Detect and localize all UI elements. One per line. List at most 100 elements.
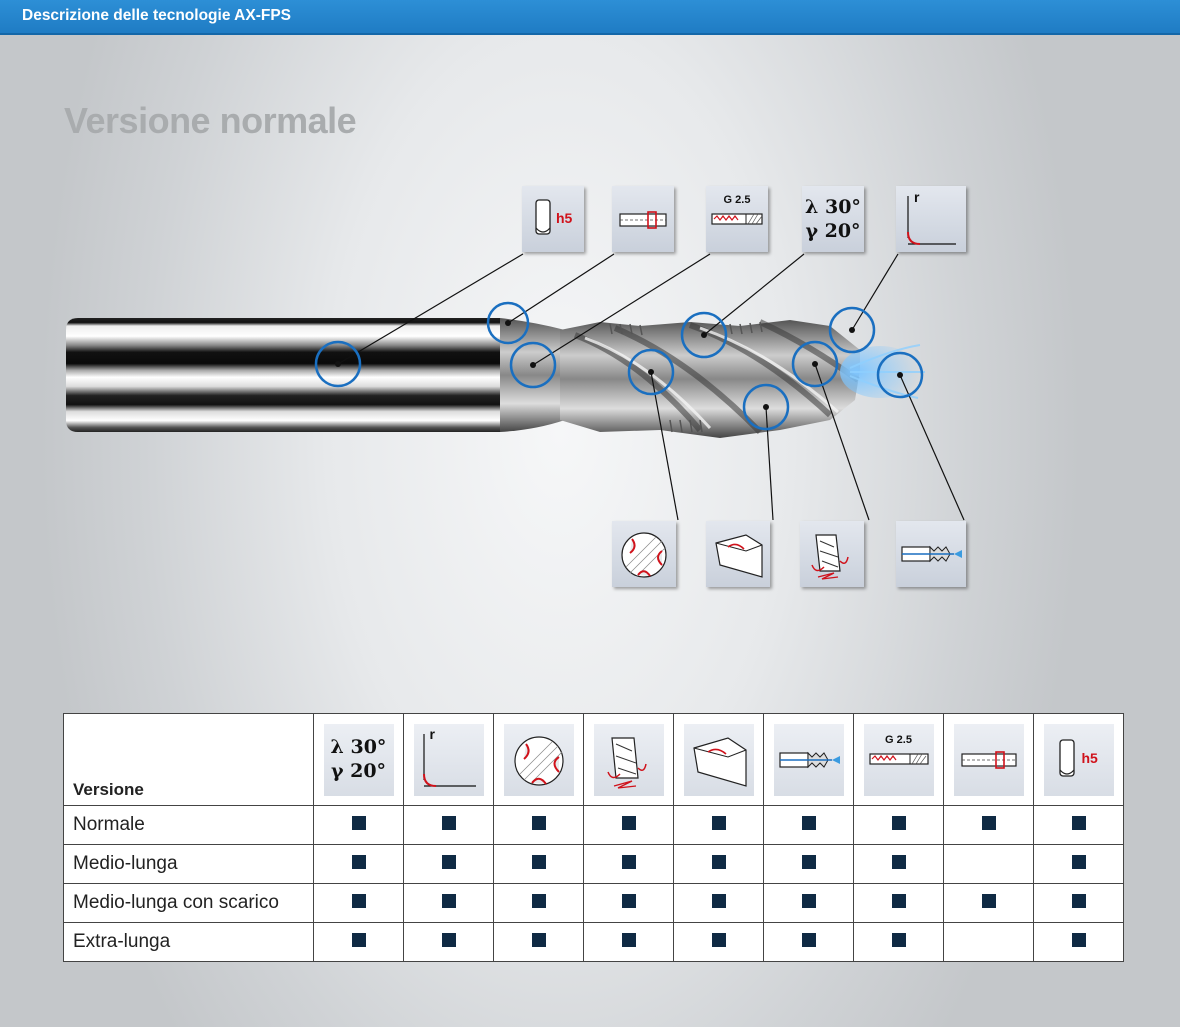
callout-circles	[314, 301, 924, 431]
feature-mark	[531, 893, 546, 908]
header-title: Descrizione delle tecnologie AX-FPS	[22, 7, 292, 24]
feature-mark	[891, 932, 906, 947]
feature-cell	[943, 844, 1034, 884]
feature-mark	[711, 932, 726, 947]
feature-mark	[801, 854, 816, 869]
feature-cell	[853, 883, 944, 923]
balance-label: G 2.5	[723, 194, 751, 206]
feature-mark	[801, 932, 816, 947]
feature-cell	[583, 922, 674, 962]
chip-flute-profile-icon	[503, 723, 574, 796]
feature-mark	[711, 893, 726, 908]
table-row: Medio-lunga con scarico	[63, 883, 1124, 923]
feature-cell	[403, 922, 494, 962]
feature-mark	[1071, 815, 1086, 830]
feature-cell	[763, 844, 854, 884]
corner-radius-icon: r	[896, 186, 966, 252]
feature-cell	[493, 922, 584, 962]
table-row: Extra-lunga	[63, 922, 1124, 962]
header-balance: G 2.5	[853, 713, 944, 806]
header-angles: λ 30° γ 20°	[313, 713, 404, 806]
feature-mark	[621, 893, 636, 908]
feature-mark	[441, 932, 456, 947]
feature-cell	[673, 844, 764, 884]
end-mill-illustration	[66, 253, 965, 521]
feature-mark	[891, 815, 906, 830]
feature-cell	[943, 805, 1034, 845]
feature-mark	[801, 815, 816, 830]
feature-cell	[943, 883, 1034, 923]
table-row: Medio-lunga	[63, 844, 1124, 884]
feature-cell	[763, 805, 854, 845]
header-chipbreaker	[673, 713, 764, 806]
feature-cell	[583, 844, 674, 884]
feature-cell	[583, 883, 674, 923]
lambda-angle: λ 30°	[805, 196, 861, 218]
header-roughing	[583, 713, 674, 806]
shrink-fit-shank-icon	[953, 723, 1024, 796]
feature-mark	[531, 854, 546, 869]
feature-mark	[621, 854, 636, 869]
version-label: Medio-lunga con scarico	[63, 883, 314, 923]
feature-cell	[673, 922, 764, 962]
version-label: Normale	[63, 805, 314, 845]
feature-cell	[673, 883, 764, 923]
feature-mark	[1071, 854, 1086, 869]
feature-cell	[313, 844, 404, 884]
header-bar: Descrizione delle tecnologie AX-FPS	[0, 0, 1180, 35]
gamma-angle: γ 20°	[330, 759, 387, 782]
feature-cell	[853, 805, 944, 845]
shank-h5-icon: h5	[1043, 723, 1114, 796]
feature-mark	[441, 815, 456, 830]
roughing-profile-icon	[593, 723, 664, 796]
feature-cell	[673, 805, 764, 845]
header-radius: r	[403, 713, 494, 806]
version-label: Medio-lunga	[63, 844, 314, 884]
tool-shank	[66, 318, 500, 432]
h5-label: h5	[1081, 749, 1098, 766]
version-feature-table: Versione λ 30° γ 20° r	[63, 713, 1124, 962]
section-subtitle: Versione normale	[64, 100, 357, 141]
header-profile	[493, 713, 584, 806]
internal-coolant-icon	[896, 521, 966, 587]
chip-breaker-icon	[706, 521, 770, 587]
feature-cell	[493, 805, 584, 845]
balance-quality-icon: G 2.5	[706, 186, 768, 252]
header-coolant	[763, 713, 854, 806]
feature-cell	[493, 883, 584, 923]
feature-mark	[1071, 893, 1086, 908]
feature-mark	[891, 893, 906, 908]
feature-mark	[621, 815, 636, 830]
feature-cell	[313, 922, 404, 962]
table-header-row: Versione λ 30° γ 20° r	[63, 713, 1124, 806]
feature-cell	[1033, 883, 1124, 923]
feature-mark	[351, 893, 366, 908]
feature-mark	[891, 854, 906, 869]
balance-label: G 2.5	[885, 733, 912, 746]
feature-mark	[621, 932, 636, 947]
feature-mark	[351, 932, 366, 947]
version-column-header: Versione	[63, 713, 314, 806]
feature-cell	[1033, 844, 1124, 884]
feature-mark	[441, 893, 456, 908]
helix-rake-angle-icon: λ 30° γ 20°	[802, 186, 864, 252]
feature-mark	[711, 815, 726, 830]
feature-mark	[801, 893, 816, 908]
feature-cell	[313, 805, 404, 845]
feature-cell	[763, 883, 854, 923]
version-label: Extra-lunga	[63, 922, 314, 962]
feature-mark	[981, 815, 996, 830]
feature-mark	[441, 854, 456, 869]
feature-cell	[403, 805, 494, 845]
gamma-angle: γ 20°	[805, 220, 861, 242]
h5-label: h5	[556, 210, 573, 226]
tool-neck	[500, 318, 565, 432]
balance-quality-icon: G 2.5	[863, 723, 934, 796]
feature-mark	[1071, 932, 1086, 947]
feature-cell	[1033, 922, 1124, 962]
feature-cell	[493, 844, 584, 884]
feature-cell	[763, 922, 854, 962]
roughing-profile-icon	[800, 521, 864, 587]
feature-cell	[943, 922, 1034, 962]
